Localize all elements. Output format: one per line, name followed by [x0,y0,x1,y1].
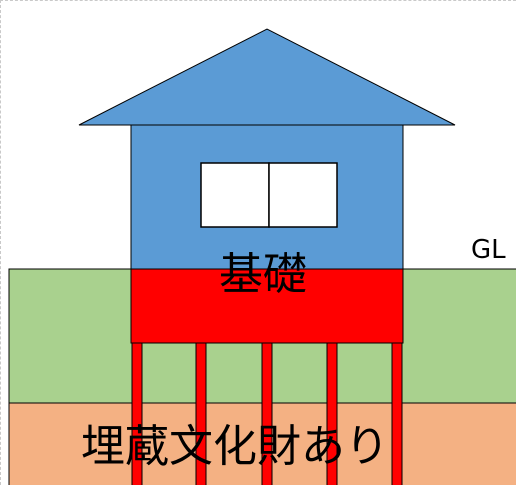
house-roof [78,28,456,126]
foundation-label: 基礎 [219,249,307,300]
window-right [268,162,338,228]
pile-group [131,342,403,485]
window-left [200,162,270,228]
ground-level-label: GL [471,235,506,265]
foundation-block [130,268,404,344]
pile [391,342,403,485]
buried-cultural-property-label: 埋蔵文化財あり [81,421,389,472]
